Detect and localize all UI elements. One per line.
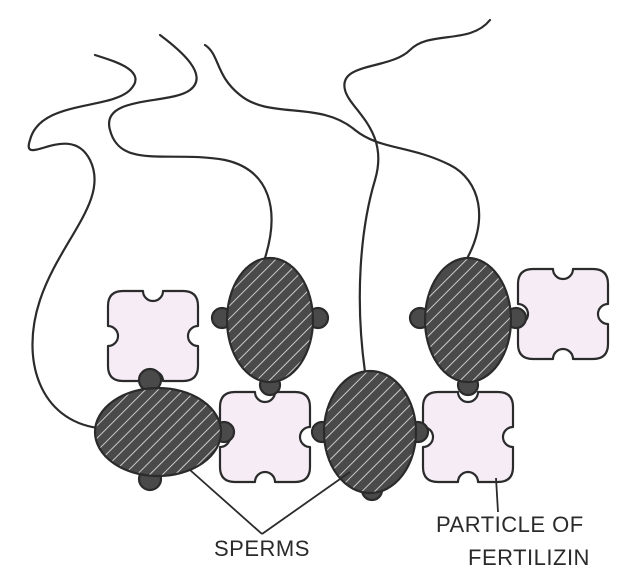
particle-label-line2: FERTILIZIN [468, 545, 590, 571]
sperm-head-2 [212, 258, 328, 395]
sperm-head-3 [312, 371, 428, 500]
fertilizin-particle-3 [423, 392, 513, 482]
sperm-tail-4 [205, 45, 479, 262]
leader-line-particle [496, 478, 498, 512]
particle-label-line1: PARTICLE OF [436, 512, 584, 538]
sperm-head-1 [95, 369, 234, 490]
sperm-head-4 [410, 258, 526, 395]
fertilizin-particle-1 [108, 291, 198, 381]
fertilizin-particle-4 [518, 269, 608, 359]
sperms-label: SPERMS [214, 536, 310, 562]
sperm-tail-2 [109, 35, 271, 258]
